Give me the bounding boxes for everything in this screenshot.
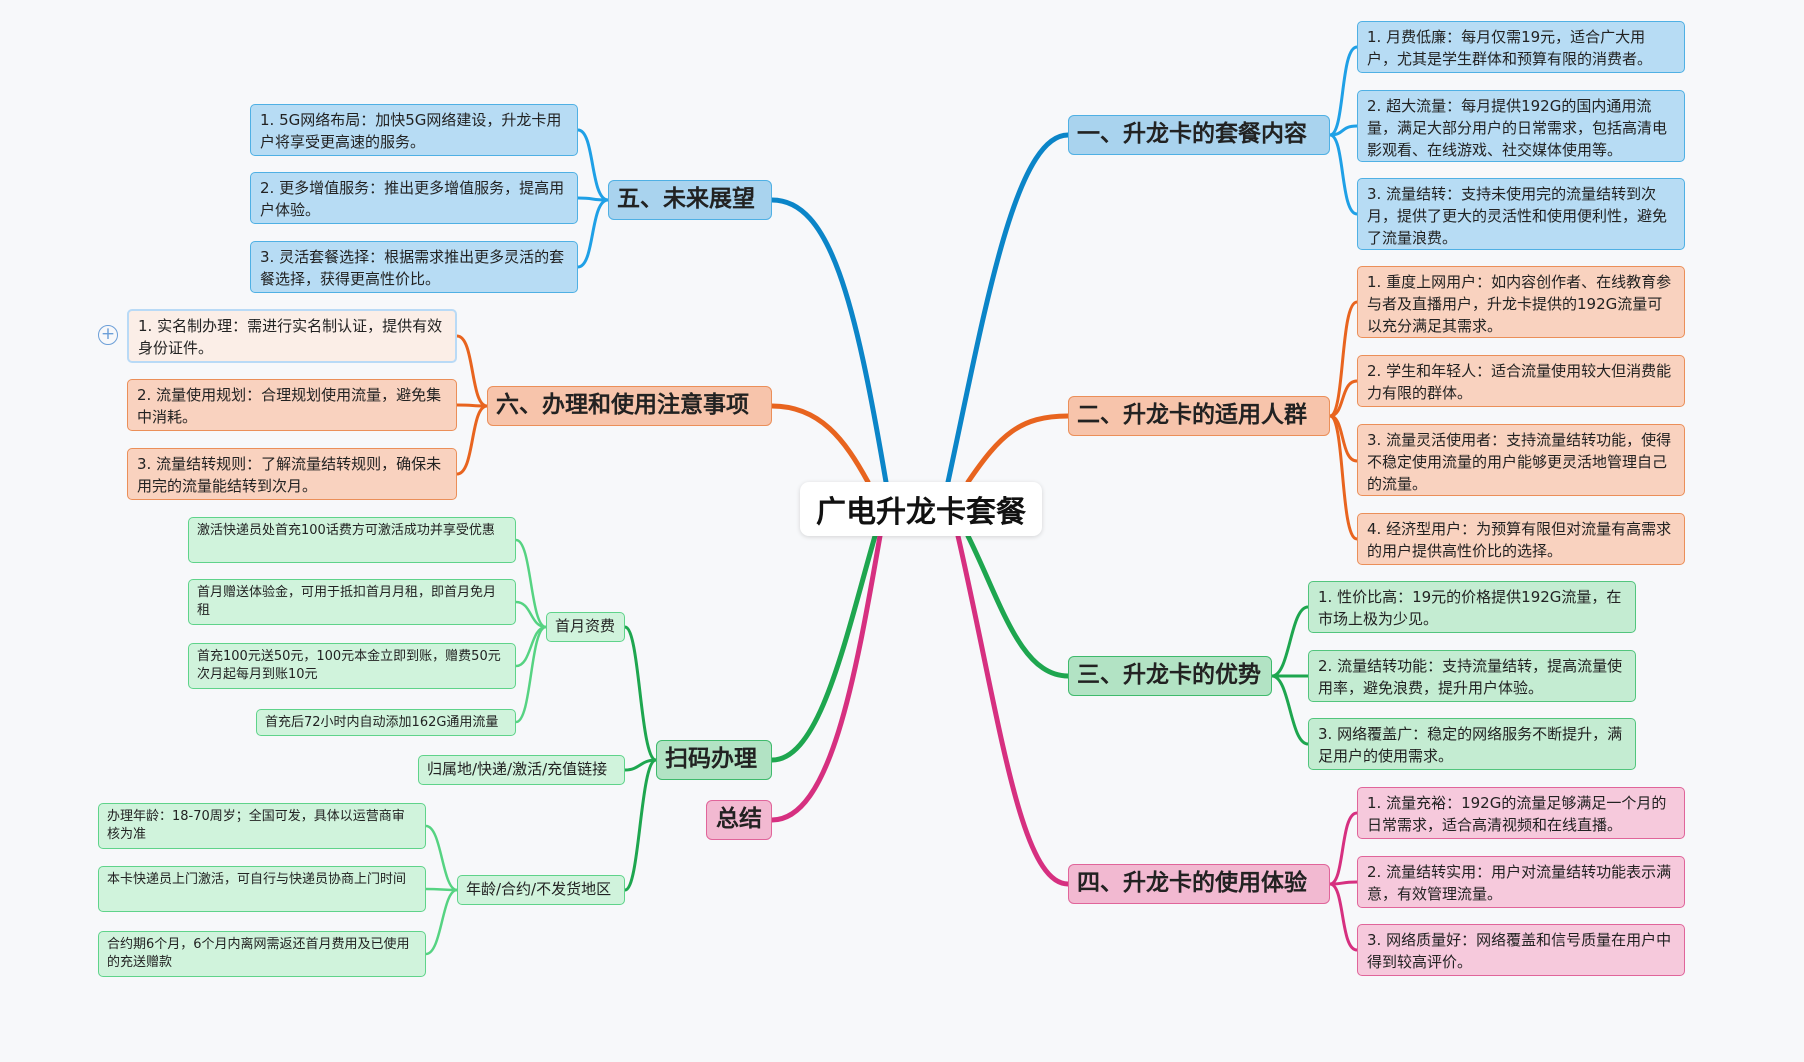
leaf-rollover-feature[interactable]: 2. 流量结转功能：支持流量结转，提高流量使用率，避免浪费，提升用户体验。 bbox=[1308, 650, 1636, 702]
branch-target-users[interactable]: 二、升龙卡的适用人群 bbox=[1068, 396, 1330, 436]
leaf-flexible-plans[interactable]: 3. 灵活套餐选择：根据需求推出更多灵活的套餐选择，获得更高性价比。 bbox=[250, 241, 578, 293]
leaf-age-range[interactable]: 办理年龄：18-70周岁；全国可发，具体以运营商审核为准 bbox=[98, 803, 426, 849]
link-root-b1 bbox=[945, 132, 1071, 485]
sub-links[interactable]: 归属地/快递/激活/充值链接 bbox=[418, 755, 625, 785]
leaf-free-first-month[interactable]: 首月赠送体验金，可用于抵扣首月月租，即首月免月租 bbox=[188, 579, 516, 625]
leaf-recharge-bonus[interactable]: 首充100元送50元，100元本金立即到账，赠费50元次月起每月到账10元 bbox=[188, 643, 516, 689]
link-root-b2 bbox=[965, 413, 1071, 485]
leaf-value-added[interactable]: 2. 更多增值服务：推出更多增值服务，提高用户体验。 bbox=[250, 172, 578, 224]
leaf-cost-effective[interactable]: 1. 性价比高：19元的价格提供192G流量，在市场上极为少见。 bbox=[1308, 581, 1636, 633]
leaf-auto-data[interactable]: 首充后72小时内自动添加162G通用流量 bbox=[256, 709, 516, 736]
leaf-usage-plan[interactable]: 2. 流量使用规划：合理规划使用流量，避免集中消耗。 bbox=[127, 379, 457, 431]
leaf-contract-period[interactable]: 合约期6个月，6个月内离网需返还首月费用及已使用的充送赠款 bbox=[98, 931, 426, 977]
root-topic[interactable]: 广电升龙卡套餐 bbox=[800, 482, 1042, 536]
add-icon[interactable]: + bbox=[98, 325, 118, 345]
branch-package-content[interactable]: 一、升龙卡的套餐内容 bbox=[1068, 115, 1330, 155]
link-root-b5 bbox=[769, 197, 889, 485]
link-root-b3 bbox=[965, 533, 1071, 679]
leaf-low-monthly-fee[interactable]: 1. 月费低廉：每月仅需19元，适合广大用户，尤其是学生群体和预算有限的消费者。 bbox=[1357, 21, 1685, 73]
leaf-network-quality[interactable]: 3. 网络质量好：网络覆盖和信号质量在用户中得到较高评价。 bbox=[1357, 924, 1685, 976]
branch-advantages[interactable]: 三、升龙卡的优势 bbox=[1068, 656, 1272, 696]
leaf-real-name[interactable]: 1. 实名制办理：需进行实名制认证，提供有效身份证件。 bbox=[127, 309, 457, 363]
link-root-scan bbox=[769, 533, 878, 763]
leaf-large-data[interactable]: 2. 超大流量：每月提供192G的国内通用流量，满足大部分用户的日常需求，包括高… bbox=[1357, 90, 1685, 162]
leaf-data-rollover[interactable]: 3. 流量结转：支持未使用完的流量结转到次月，提供了更大的灵活性和使用便利性，避… bbox=[1357, 178, 1685, 250]
sub-first-month-fee[interactable]: 首月资费 bbox=[546, 612, 625, 642]
link-root-b6 bbox=[769, 403, 871, 485]
sub-age-contract[interactable]: 年龄/合约/不发货地区 bbox=[457, 875, 625, 905]
leaf-courier-activation[interactable]: 本卡快递员上门激活，可自行与快递员协商上门时间 bbox=[98, 866, 426, 912]
branch-summary[interactable]: 总结 bbox=[706, 800, 772, 840]
leaf-flexible-users[interactable]: 3. 流量灵活使用者：支持流量结转功能，使得不稳定使用流量的用户能够更灵活地管理… bbox=[1357, 424, 1685, 496]
branch-notes[interactable]: 六、办理和使用注意事项 bbox=[487, 386, 772, 426]
leaf-5g-network[interactable]: 1. 5G网络布局：加快5G网络建设，升龙卡用户将享受更高速的服务。 bbox=[250, 104, 578, 156]
branch-user-experience[interactable]: 四、升龙卡的使用体验 bbox=[1068, 864, 1330, 904]
branch-scan-to-apply[interactable]: 扫码办理 bbox=[656, 740, 772, 780]
leaf-students[interactable]: 2. 学生和年轻人：适合流量使用较大但消费能力有限的群体。 bbox=[1357, 355, 1685, 407]
link-root-summary bbox=[769, 533, 883, 823]
leaf-heavy-users[interactable]: 1. 重度上网用户：如内容创作者、在线教育参与者及直播用户，升龙卡提供的192G… bbox=[1357, 266, 1685, 338]
leaf-ample-data[interactable]: 1. 流量充裕：192G的流量足够满足一个月的日常需求，适合高清视频和在线直播。 bbox=[1357, 787, 1685, 839]
branch-future-outlook[interactable]: 五、未来展望 bbox=[608, 180, 772, 220]
leaf-wide-coverage[interactable]: 3. 网络覆盖广：稳定的网络服务不断提升，满足用户的使用需求。 bbox=[1308, 718, 1636, 770]
leaf-rollover-practical[interactable]: 2. 流量结转实用：用户对流量结转功能表示满意，有效管理流量。 bbox=[1357, 856, 1685, 908]
link-root-b4 bbox=[955, 533, 1071, 887]
leaf-activation-recharge[interactable]: 激活快递员处首充100话费方可激活成功并享受优惠 bbox=[188, 517, 516, 563]
leaf-budget-users[interactable]: 4. 经济型用户：为预算有限但对流量有高需求的用户提供高性价比的选择。 bbox=[1357, 513, 1685, 565]
leaf-rollover-rules[interactable]: 3. 流量结转规则：了解流量结转规则，确保未用完的流量能结转到次月。 bbox=[127, 448, 457, 500]
